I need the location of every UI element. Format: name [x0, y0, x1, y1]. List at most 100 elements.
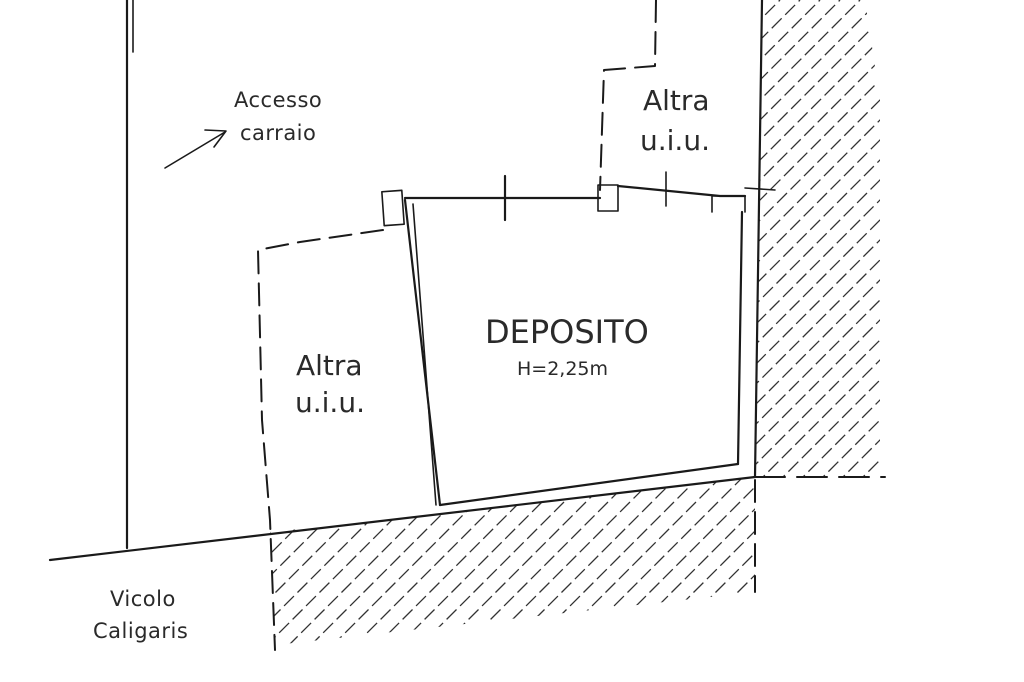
- hatch-line: [270, 477, 755, 645]
- hatch-line: [270, 477, 451, 645]
- hatch-line: [819, 0, 880, 477]
- hatch-line: [755, 0, 880, 477]
- other-unit-left-label-line1: Altra: [296, 349, 363, 382]
- hatch-line: [850, 0, 1024, 682]
- hatch-line: [0, 0, 460, 682]
- right-wall-line: [753, 0, 764, 479]
- room-height-label: H=2,25m: [517, 358, 608, 380]
- hatch-line: [982, 0, 1024, 682]
- hatch-line: [755, 0, 821, 477]
- deposito-left-wall-inner: [412, 203, 437, 506]
- hatch-line: [497, 477, 755, 645]
- hatch-line: [0, 0, 98, 682]
- hatch-line: [629, 477, 755, 645]
- hatch-line: [0, 0, 420, 682]
- deposito-bottom-wall: [438, 462, 740, 507]
- other-unit-left-label-line2: u.i.u.: [295, 386, 365, 419]
- hatch-line: [270, 477, 755, 645]
- access-label-line1: Accesso: [234, 88, 322, 112]
- top-right-wall-ext: [744, 187, 776, 191]
- hatch-line: [755, 0, 880, 477]
- hatch-line: [270, 477, 429, 645]
- hatch-line: [1004, 0, 1024, 682]
- hatch-line: [0, 0, 230, 682]
- deposito-room-top-right: [616, 184, 747, 198]
- hatch-line: [270, 477, 755, 645]
- room-name-label: DEPOSITO: [485, 313, 649, 351]
- hatch-line: [859, 0, 880, 477]
- hatch-line: [755, 0, 880, 477]
- hatch-line: [343, 477, 755, 645]
- other-unit-top-label-line2: u.i.u.: [640, 124, 710, 157]
- hatch-line: [0, 0, 160, 682]
- hatch-line: [0, 0, 164, 682]
- hatch-line: [799, 0, 880, 477]
- hatch-line: [0, 0, 20, 682]
- hatch-line: [0, 0, 380, 682]
- hatch-line: [0, 0, 142, 682]
- hatch-line: [431, 477, 755, 645]
- hatch-line: [755, 0, 880, 477]
- hatch-line: [541, 477, 755, 645]
- hatch-line: [755, 0, 880, 477]
- hatch-line: [270, 477, 407, 645]
- hatch-line: [980, 0, 1024, 682]
- hatch-line: [960, 0, 1024, 682]
- hatch-line: [0, 0, 200, 682]
- hatch-line: [563, 477, 755, 645]
- hatch-line: [755, 0, 880, 477]
- access-label-line2: carraio: [240, 121, 316, 145]
- hatch-line: [0, 0, 440, 682]
- hatch-line: [0, 0, 140, 682]
- street-label-line2: Caligaris: [93, 619, 188, 643]
- hatch-line: [270, 477, 755, 645]
- hatch-line: [755, 0, 880, 477]
- hatch-line: [839, 0, 880, 477]
- hatch-line: [0, 0, 120, 682]
- other-unit-top-outline: [599, 0, 657, 191]
- hatch-line: [762, 0, 1024, 682]
- hatch-line: [920, 0, 1024, 682]
- hatch-line: [0, 0, 180, 682]
- other-unit-top-label-line1: Altra: [643, 84, 710, 117]
- hatch-line: [475, 477, 755, 645]
- hatch-line: [270, 477, 275, 645]
- hatch-line: [916, 0, 1024, 682]
- hatch-line: [270, 477, 755, 645]
- hatch-line: [0, 0, 186, 682]
- hatch-line: [270, 477, 755, 645]
- hatch-line: [0, 0, 260, 682]
- hatch-line: [0, 0, 400, 682]
- hatch-line: [365, 477, 755, 645]
- hatch-line: [938, 0, 1024, 682]
- hatch-line: [0, 0, 120, 682]
- hatch-line: [0, 0, 220, 682]
- street-boundary-line: [48, 475, 757, 562]
- hatch-line: [739, 477, 755, 645]
- hatch-line: [0, 0, 10, 682]
- hatch-line: [755, 0, 880, 477]
- hatch-line: [519, 477, 755, 645]
- hatch-line: [894, 0, 1024, 682]
- hatch-line: [453, 477, 755, 645]
- hatch-line: [607, 477, 755, 645]
- pillar-left: [381, 189, 405, 227]
- hatch-line: [900, 0, 1024, 682]
- hatch-line: [784, 0, 1024, 682]
- hatch-line: [779, 0, 880, 477]
- hatch-line: [755, 0, 880, 477]
- hatch-line: [755, 0, 880, 477]
- hatch-line: [673, 477, 755, 645]
- hatch-line: [277, 477, 755, 645]
- hatch-line: [960, 0, 1024, 682]
- hatch-line: [755, 0, 880, 477]
- hatch-line: [409, 477, 755, 645]
- hatch-line: [755, 0, 880, 477]
- hatch-line: [755, 0, 880, 477]
- hatch-line: [1020, 0, 1024, 682]
- hatch-line: [0, 0, 80, 682]
- hatch-line: [755, 0, 880, 477]
